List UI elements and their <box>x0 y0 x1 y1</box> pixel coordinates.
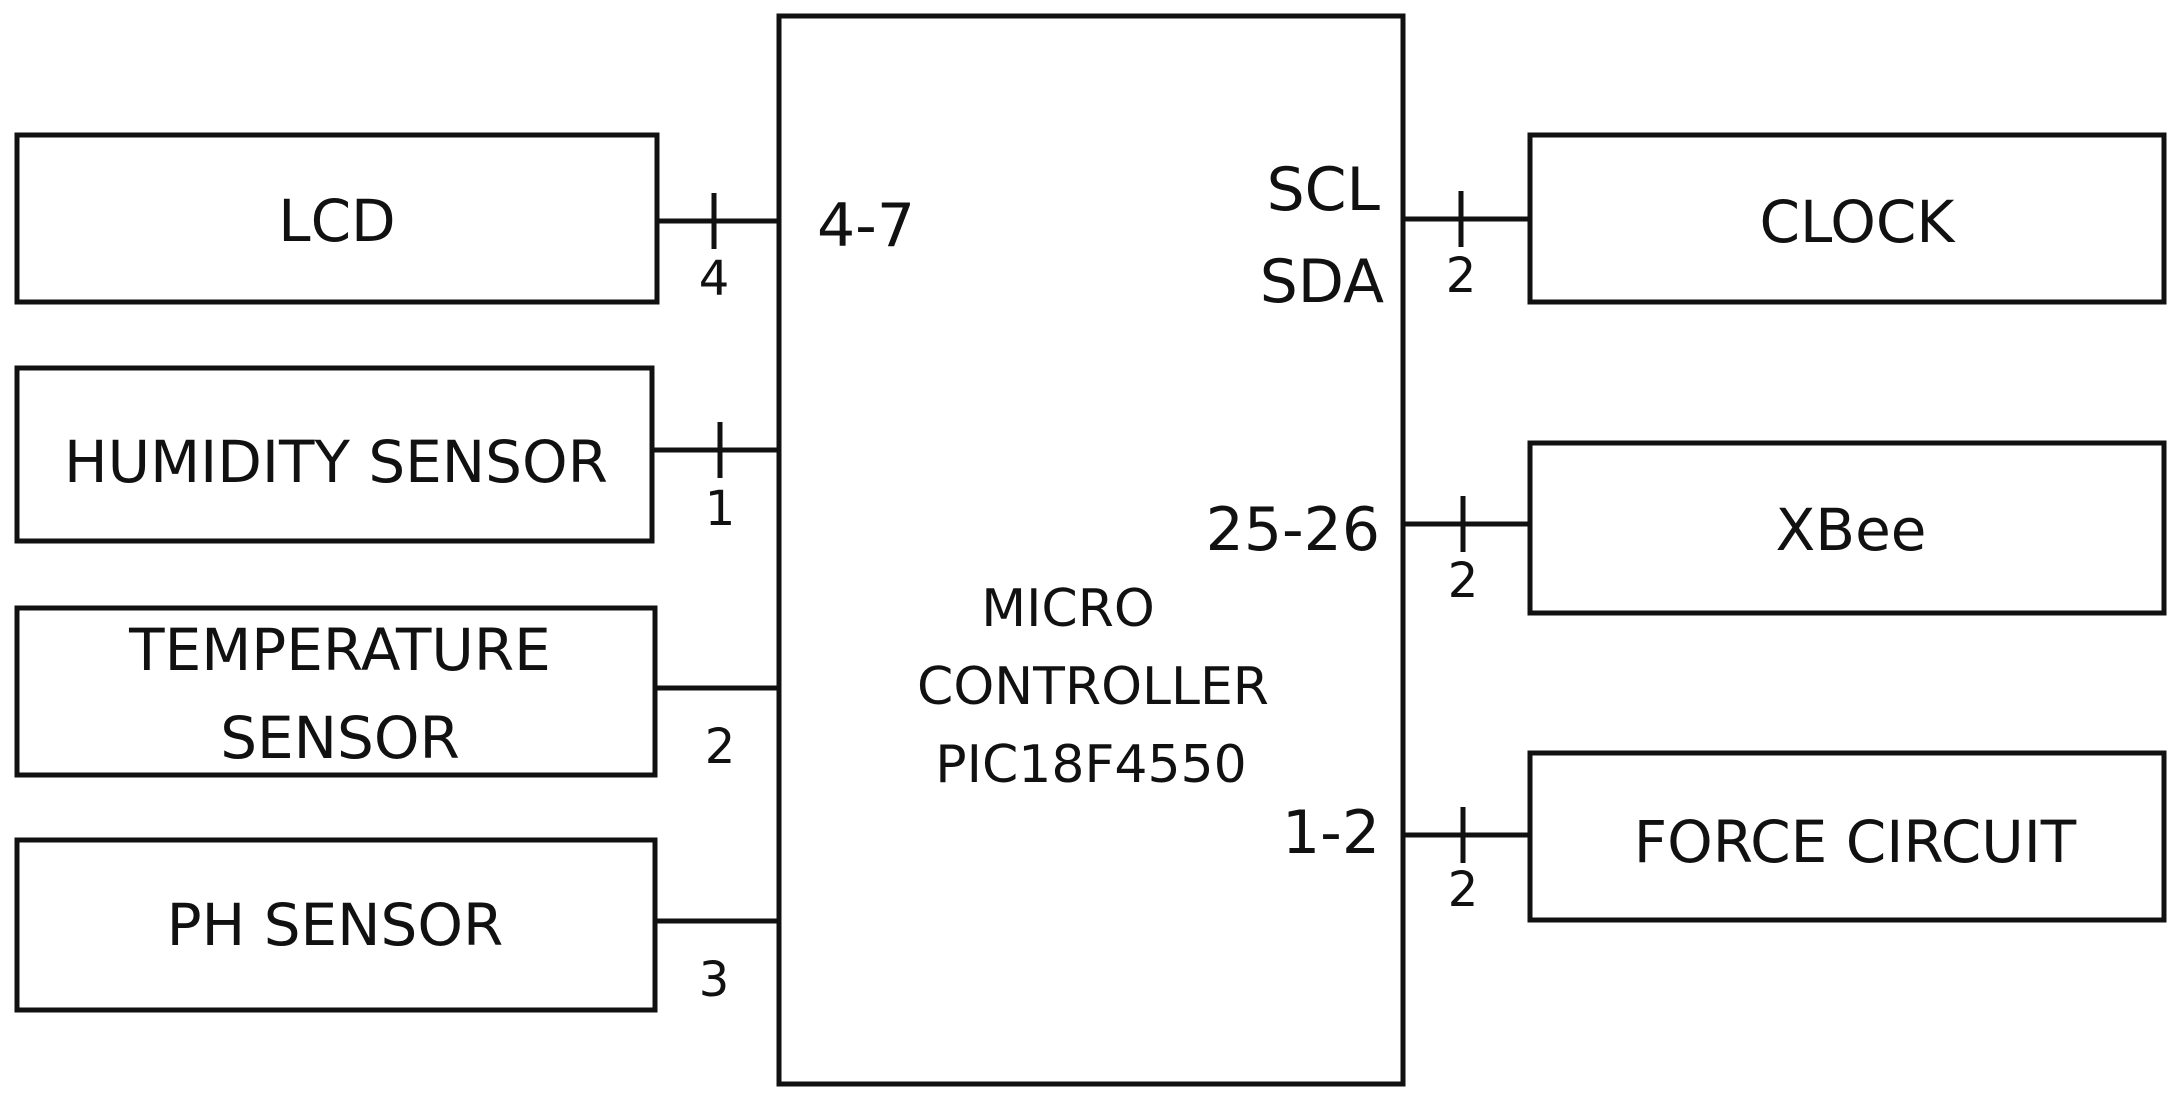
microcontroller-box <box>776 13 1406 1087</box>
scl-pin-label: SCL <box>1267 155 1381 225</box>
microcontroller-label-line-3: PIC18F4550 <box>935 735 1246 795</box>
force-circuit-pin-label: 1-2 <box>1282 798 1380 868</box>
xbee-bus-width: 2 <box>1448 553 1479 609</box>
humidity-sensor-label: HUMIDITY SENSOR <box>64 428 608 496</box>
lcd-bus-width: 4 <box>699 251 730 307</box>
microcontroller-label-line-1: MICRO <box>981 579 1155 639</box>
clock-label: CLOCK <box>1760 188 1957 256</box>
temperature-sensor-block: TEMPERATURE SENSOR 2 <box>14 605 779 778</box>
ph-sensor-block: PH SENSOR 3 <box>14 837 779 1013</box>
temperature-sensor-label-line-2: SENSOR <box>220 704 460 772</box>
microcontroller-block: MICRO CONTROLLER PIC18F4550 <box>776 13 1406 1087</box>
humidity-sensor-block: HUMIDITY SENSOR 1 <box>14 365 779 544</box>
force-circuit-bus-width: 2 <box>1448 862 1479 918</box>
xbee-label: XBee <box>1776 496 1927 564</box>
lcd-pin-label: 4-7 <box>817 191 915 261</box>
microcontroller-label-line-2: CONTROLLER <box>917 657 1269 717</box>
humidity-sensor-box <box>14 365 655 544</box>
xbee-block: XBee 2 25-26 <box>1206 440 2167 616</box>
force-circuit-label: FORCE CIRCUIT <box>1634 808 2077 876</box>
force-circuit-box <box>1527 750 2167 923</box>
temperature-sensor-label-line-1: TEMPERATURE <box>128 616 551 684</box>
lcd-block: LCD 4 4-7 <box>14 132 915 307</box>
lcd-label: LCD <box>278 187 395 255</box>
force-circuit-block: FORCE CIRCUIT 2 1-2 <box>1282 750 2167 923</box>
ph-sensor-label: PH SENSOR <box>167 891 504 959</box>
ph-sensor-box <box>14 837 658 1013</box>
temperature-bus-width: 2 <box>705 719 736 775</box>
ph-bus-width: 3 <box>699 952 730 1008</box>
xbee-pin-label: 25-26 <box>1206 495 1380 565</box>
lcd-box <box>14 132 660 305</box>
clock-box <box>1527 132 2167 305</box>
xbee-box <box>1527 440 2167 616</box>
sda-pin-label: SDA <box>1260 247 1384 317</box>
humidity-bus-width: 1 <box>705 481 736 537</box>
clock-bus-width: 2 <box>1446 248 1477 304</box>
clock-block: CLOCK 2 SCL SDA <box>1260 132 2167 317</box>
temperature-sensor-box <box>14 605 658 778</box>
